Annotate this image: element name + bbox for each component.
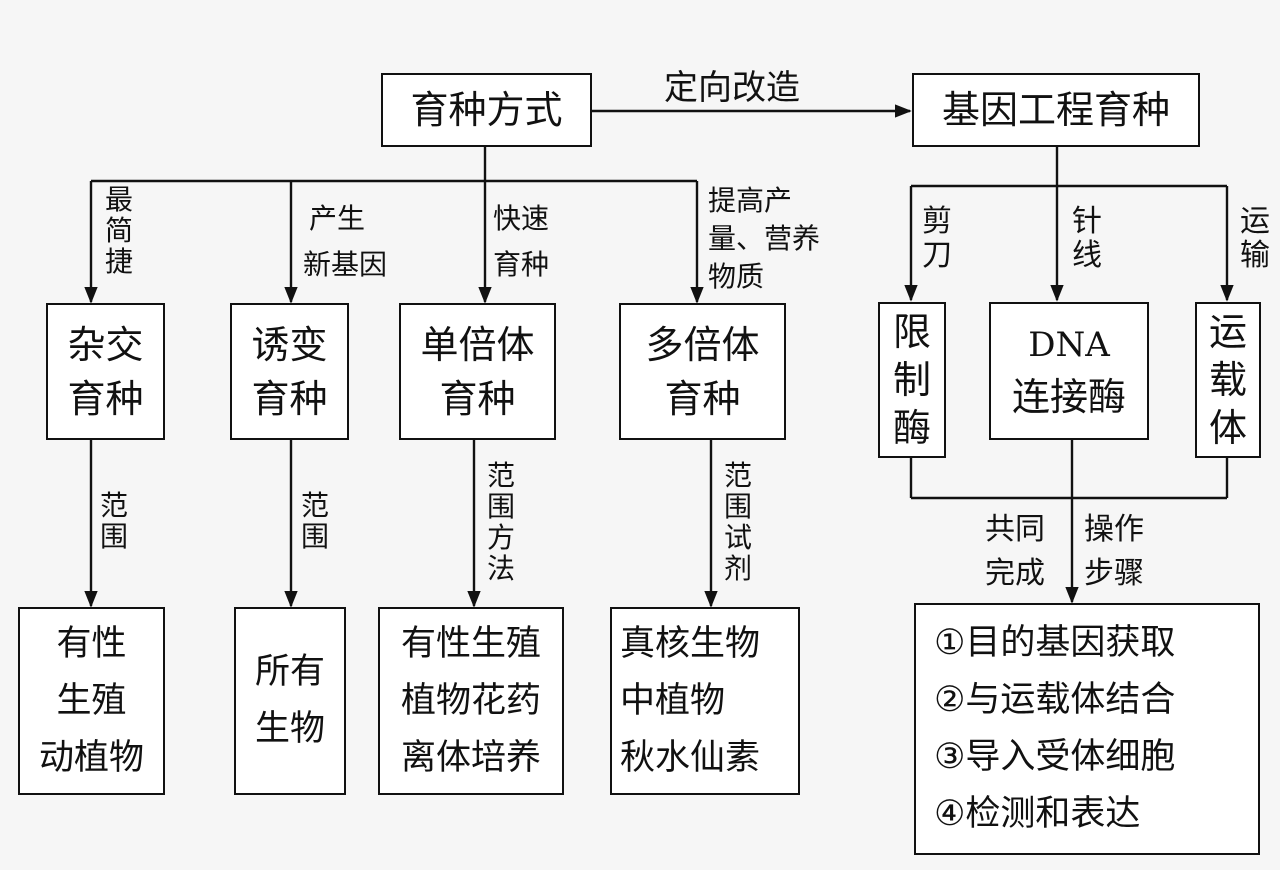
edge-label-mutation: 产生 新基因: [303, 202, 388, 281]
step-item: ①目的基因获取: [934, 623, 1176, 663]
root-box: 育种方式: [381, 73, 592, 147]
range-label-polyploid: 范 围 试 剂: [724, 459, 753, 585]
gene-engineering-label: 基因工程育种: [941, 88, 1170, 132]
join-label-right: 操作 步骤: [1084, 512, 1144, 591]
result-box-mutation: 所有 生物: [234, 607, 346, 795]
step-item: ④检测和表达: [934, 794, 1141, 834]
tool-box-dna-ligase: DNA 连接酶: [989, 302, 1149, 440]
method-box-hybrid: 杂交 育种: [46, 303, 165, 440]
edge-label-ligase: 针 线: [1072, 204, 1102, 273]
method-box-haploid: 单倍体 育种: [399, 303, 556, 440]
steps-box: ①目的基因获取 ②与运载体结合 ③导入受体细胞 ④检测和表达: [914, 603, 1260, 855]
result-box-haploid: 有性生殖 植物花药 离体培养: [378, 607, 564, 795]
edge-label-haploid: 快速 育种: [493, 202, 550, 281]
tool-box-restriction-enzyme: 限 制 酶: [878, 302, 946, 458]
top-edge-label: 定向改造: [664, 68, 800, 108]
range-label-haploid: 范 围 方 法: [487, 459, 516, 585]
edge-label-hybrid: 最 简 捷: [105, 183, 134, 278]
result-box-hybrid: 有性 生殖 动植物: [18, 607, 165, 795]
result-box-polyploid: 真核生物 中植物 秋水仙素: [610, 607, 800, 795]
range-label-mutation: 范 围: [301, 489, 330, 553]
step-item: ②与运载体结合: [934, 680, 1176, 720]
range-label-hybrid: 范 围: [100, 489, 129, 553]
edge-label-vector: 运 输: [1240, 204, 1270, 273]
edge-label-polyploid: 提高产 量、营养 物质: [708, 184, 821, 293]
method-box-mutation: 诱变 育种: [230, 303, 349, 440]
root-label: 育种方式: [410, 88, 563, 132]
join-label-left: 共同 完成: [985, 512, 1045, 591]
method-box-polyploid: 多倍体 育种: [619, 303, 786, 440]
gene-engineering-box: 基因工程育种: [912, 73, 1200, 147]
tool-box-vector: 运 载 体: [1195, 302, 1261, 458]
step-item: ③导入受体细胞: [934, 737, 1176, 777]
edge-label-enzyme: 剪 刀: [922, 204, 952, 273]
